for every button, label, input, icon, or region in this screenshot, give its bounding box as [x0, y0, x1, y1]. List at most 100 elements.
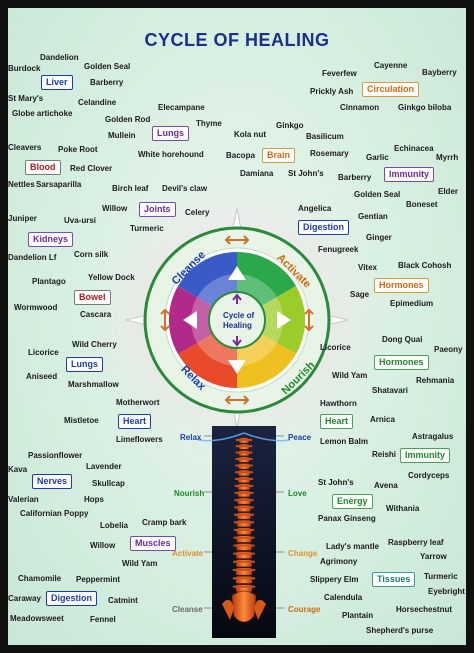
herb-label: Damiana: [240, 169, 274, 178]
wheel-center-line2: Healing: [223, 321, 252, 330]
herb-label: Mistletoe: [64, 416, 99, 425]
herb-label: Hawthorn: [320, 399, 357, 408]
category-box-hormones: Hormones: [374, 355, 429, 370]
herb-label: Astragalus: [412, 432, 454, 441]
herb-label: Marshmallow: [68, 380, 119, 389]
herb-label: Paeony: [434, 345, 463, 354]
herb-label: Golden Seal: [84, 62, 131, 71]
herb-label: Gentian: [358, 212, 388, 221]
herb-label: Agrimony: [320, 557, 358, 566]
herb-label: Willow: [102, 204, 128, 213]
herb-label: Caraway: [8, 594, 41, 603]
spine-connectors: [204, 435, 284, 609]
category-box-circulation: Circulation: [362, 82, 420, 97]
herb-label: Panax Ginseng: [318, 514, 376, 523]
herb-label: Sage: [350, 290, 370, 299]
herb-label: Cascara: [80, 310, 112, 319]
herb-label: Rehmania: [416, 376, 455, 385]
vertebra-process: [235, 464, 253, 467]
herb-label: Lobelia: [100, 521, 129, 530]
herb-label: Echinacea: [394, 144, 434, 153]
herb-label: Myrrh: [436, 153, 459, 162]
vertebra-process: [233, 536, 255, 539]
herb-label: Lemon Balm: [320, 437, 369, 446]
vertebra-process: [235, 445, 253, 448]
vertebra: [236, 505, 252, 512]
herb-label: Vitex: [358, 263, 377, 272]
herb-label: Valerian: [8, 495, 39, 504]
herb-label: Prickly Ash: [310, 87, 354, 96]
category-box-lungs: Lungs: [66, 357, 103, 372]
herb-label: Boneset: [406, 200, 438, 209]
spine-label-cleanse: Cleanse: [172, 605, 203, 614]
herb-label: Arnica: [370, 415, 395, 424]
herb-label: Elder: [438, 187, 459, 196]
category-box-brain: Brain: [262, 148, 296, 163]
herb-label: Cinnamon: [340, 103, 380, 112]
herb-label: Black Cohosh: [398, 261, 452, 270]
herb-label: Hops: [84, 495, 104, 504]
herb-label: Mullein: [108, 131, 136, 140]
color-wheel: [168, 251, 306, 389]
herb-label: Kava: [8, 465, 28, 474]
herb-label: Angelica: [298, 204, 332, 213]
herb-label: Celery: [185, 208, 210, 217]
herb-label: Dandelion: [40, 53, 79, 62]
herb-label: Meadowsweet: [10, 614, 64, 623]
herb-label: Lady's mantle: [326, 542, 380, 551]
herb-label: White horehound: [138, 150, 204, 159]
category-box-hormones: Hormones: [374, 278, 429, 293]
category-box-heart: Heart: [118, 414, 152, 429]
herb-label: Shepherd's purse: [366, 626, 434, 635]
vertebra-process: [233, 528, 255, 531]
vertebra-process: [234, 506, 254, 509]
herb-label: Basilicum: [306, 132, 344, 141]
category-box-immunity: Immunity: [400, 448, 451, 463]
herb-label: Bayberry: [422, 68, 457, 77]
herb-label: Uva-ursi: [64, 216, 97, 225]
herb-label: Limeflowers: [116, 435, 163, 444]
herb-label: Rosemary: [310, 149, 349, 158]
page-title: CYCLE OF HEALING: [144, 30, 330, 50]
herb-label: Dong Quai: [382, 335, 423, 344]
category-box-nerves: Nerves: [32, 474, 73, 489]
herb-label: Slippery Elm: [310, 575, 359, 584]
herb-label: Barberry: [338, 173, 372, 182]
category-box-lungs: Lungs: [152, 126, 189, 141]
herb-label: Golden Rod: [105, 115, 151, 124]
vertebra-process: [233, 544, 255, 547]
vertebra-process: [235, 451, 253, 454]
herb-label: Kola nut: [234, 130, 266, 139]
herb-label: Horsechestnut: [396, 605, 453, 614]
herb-label: Reishi: [372, 450, 397, 459]
herb-label: Wild Yam: [332, 371, 368, 380]
category-box-tissues: Tissues: [372, 572, 416, 587]
herb-label: Feverfew: [322, 69, 357, 78]
herb-label: Globe artichoke: [12, 109, 73, 118]
herb-label: Dandelion Lf: [8, 253, 57, 262]
herb-label: Aniseed: [26, 372, 58, 381]
spine-label-activate: Activate: [172, 549, 204, 558]
herb-label: Thyme: [196, 119, 222, 128]
herb-label: Willow: [90, 541, 116, 550]
herb-label: Raspberry leaf: [388, 538, 444, 547]
herb-label: Californian Poppy: [20, 509, 89, 518]
vertebra-process: [232, 577, 256, 580]
herb-label: Garlic: [366, 153, 389, 162]
herb-label: Plantain: [342, 611, 374, 620]
category-box-energy: Energy: [332, 494, 373, 509]
herb-label: Licorice: [320, 343, 351, 352]
vertebra-process: [234, 513, 254, 516]
herb-label: Skullcap: [92, 479, 125, 488]
herb-label: Yarrow: [420, 552, 447, 561]
herb-label: Turmeric: [424, 572, 458, 581]
vertebra-process: [235, 471, 253, 474]
herb-label: Barberry: [90, 78, 124, 87]
herb-label: Cayenne: [374, 61, 408, 70]
herb-label: Cordyceps: [408, 471, 450, 480]
category-box-immunity: Immunity: [384, 167, 435, 182]
vertebra-process: [232, 585, 256, 588]
herb-label: Celandine: [78, 98, 117, 107]
vertebra-process: [236, 439, 252, 441]
